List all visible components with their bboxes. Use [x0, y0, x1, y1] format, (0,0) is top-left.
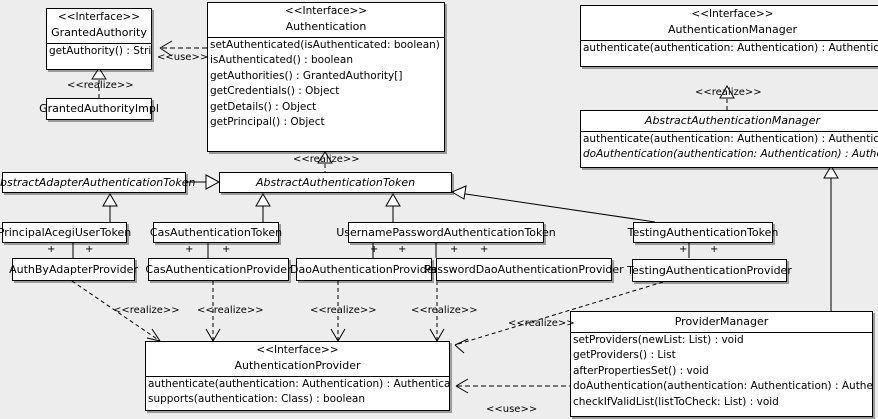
method-item: authenticate(authentication: Authenticat…	[148, 378, 449, 390]
method-item: authenticate(authentication: Authenticat…	[583, 42, 878, 54]
class-provider-manager[interactable]: ProviderManager setProviders(newList: Li…	[570, 311, 873, 417]
edge-label-realize-auth-manager: <<realize>>	[695, 87, 762, 98]
class-username-password-authentication-token[interactable]: UsernamePasswordAuthenticationToken	[336, 222, 556, 243]
method-item: getProviders() : List	[573, 349, 676, 362]
class-granted-authority[interactable]: <<Interface>> GrantedAuthority getAuthor…	[46, 8, 152, 70]
method-item: setAuthenticated(isAuthenticated: boolea…	[210, 39, 444, 51]
method-item-abstract: doAuthentication(authentication: Authent…	[583, 148, 878, 161]
method-item: checkIfValidList(listToCheck: List) : vo…	[573, 395, 779, 408]
stereotype-label: <<Interface>>	[256, 344, 339, 356]
class-name: ProviderManager	[674, 315, 769, 328]
class-principal-acegi-user-token[interactable]: PrincipalAcegiUserToken	[0, 222, 131, 243]
class-header: <<Interface>> Authentication	[208, 3, 444, 37]
method-list: authenticate(authentication: Authenticat…	[581, 41, 878, 56]
association-end-plus: +	[398, 244, 407, 255]
method-item: doAuthentication(authentication: Authent…	[573, 380, 872, 393]
association-end-plus: +	[47, 244, 56, 255]
edge-label-realize-authentication-token: <<realize>>	[293, 154, 360, 165]
class-name: GrantedAuthority	[51, 26, 147, 39]
class-name: AuthenticationProvider	[234, 359, 361, 372]
method-item: afterPropertiesSet() : void	[573, 364, 709, 377]
section-divider	[47, 43, 151, 44]
class-name: TestingAuthenticationProvider	[627, 263, 792, 277]
association-end-plus: +	[222, 244, 231, 255]
class-testing-authentication-token[interactable]: TestingAuthenticationToken	[628, 222, 778, 243]
class-name: TestingAuthenticationToken	[627, 225, 779, 239]
edge-label-realize-granted-authority-impl: <<realize>>	[67, 80, 134, 91]
method-item: getAuthorities() : GrantedAuthority[]	[210, 69, 403, 82]
edge-label-realize-auth-by-adapter: <<realize>>	[113, 305, 180, 316]
class-authentication-manager[interactable]: <<Interface>> AuthenticationManager auth…	[580, 5, 878, 67]
association-end-plus: +	[370, 244, 379, 255]
association-end-plus: +	[480, 244, 489, 255]
association-end-plus: +	[450, 244, 459, 255]
edge-label-realize-testing-provider: <<realize>>	[508, 318, 575, 329]
class-name: AbstractAdapterAuthenticationToken	[0, 175, 196, 189]
class-header: AbstractAuthenticationManager	[581, 111, 878, 131]
class-cas-authentication-token[interactable]: CasAuthenticationToken	[149, 222, 283, 243]
class-name: CasAuthenticationProvider	[145, 262, 292, 276]
class-name: AuthenticationManager	[668, 23, 797, 36]
edge-label-use-provider-manager: <<use>>	[486, 404, 538, 415]
class-granted-authority-impl[interactable]: GrantedAuthorityImpl	[39, 98, 159, 120]
class-name: DaoAuthenticationProvider	[290, 262, 438, 276]
method-item: isAuthenticated() : boolean	[210, 54, 353, 67]
class-name: PasswordDaoAuthenticationProvider	[424, 262, 624, 276]
stereotype-label: <<Interface>>	[57, 11, 141, 23]
association-end-plus: +	[710, 244, 719, 255]
class-abstract-authentication-manager[interactable]: AbstractAuthenticationManager authentica…	[580, 110, 878, 168]
method-item: supports(authentication: Class) : boolea…	[148, 393, 365, 406]
section-divider	[581, 40, 878, 41]
class-name: AbstractAuthenticationManager	[644, 114, 821, 127]
class-dao-authentication-provider[interactable]: DaoAuthenticationProvider	[290, 258, 438, 281]
method-list: getAuthority() : String	[47, 44, 151, 59]
method-list: authenticate(authentication: Authenticat…	[581, 132, 878, 163]
section-divider	[146, 376, 449, 377]
section-divider	[208, 37, 444, 38]
edge-label-use-granted-authority: <<use>>	[157, 52, 209, 63]
edge-label-realize-password-dao-provider: <<realize>>	[411, 305, 478, 316]
section-divider	[581, 131, 878, 132]
class-abstract-authentication-token[interactable]: AbstractAuthenticationToken	[219, 172, 452, 193]
class-authentication-provider[interactable]: <<Interface>> AuthenticationProvider aut…	[145, 341, 450, 411]
edge-label-realize-dao-provider: <<realize>>	[310, 305, 377, 316]
association-end-plus: +	[185, 244, 194, 255]
stereotype-label: <<Interface>>	[691, 8, 774, 20]
class-testing-authentication-provider[interactable]: TestingAuthenticationProvider	[627, 259, 792, 282]
class-name: PrincipalAcegiUserToken	[0, 225, 132, 239]
class-cas-authentication-provider[interactable]: CasAuthenticationProvider	[145, 258, 292, 281]
method-list: setAuthenticated(isAuthenticated: boolea…	[208, 38, 444, 130]
class-header: <<Interface>> AuthenticationProvider	[146, 342, 449, 376]
class-authentication[interactable]: <<Interface>> Authentication setAuthenti…	[207, 2, 445, 152]
class-header: <<Interface>> AuthenticationManager	[581, 6, 878, 40]
class-name: UsernamePasswordAuthenticationToken	[336, 225, 556, 239]
method-list: authenticate(authentication: Authenticat…	[146, 377, 449, 408]
method-item: setProviders(newList: List) : void	[573, 334, 744, 346]
class-abstract-adapter-authentication-token[interactable]: AbstractAdapterAuthenticationToken	[0, 172, 195, 193]
method-list: setProviders(newList: List) : void getPr…	[571, 333, 872, 410]
method-item: authenticate(authentication: Authenticat…	[583, 133, 878, 145]
class-name: Authentication	[285, 20, 367, 33]
class-auth-by-adapter-provider[interactable]: AuthByAdapterProvider	[9, 258, 138, 281]
edge-label-realize-cas-provider: <<realize>>	[197, 305, 264, 316]
class-header: ProviderManager	[571, 312, 872, 332]
class-name: AbstractAuthenticationToken	[255, 175, 416, 189]
association-end-plus: +	[679, 244, 688, 255]
class-password-dao-authentication-provider[interactable]: PasswordDaoAuthenticationProvider	[424, 258, 624, 281]
method-item: getDetails() : Object	[210, 100, 317, 113]
stereotype-label: <<Interface>>	[284, 5, 368, 17]
method-item: getAuthority() : String	[49, 45, 151, 57]
method-item: getCredentials() : Object	[210, 85, 340, 98]
class-name: CasAuthenticationToken	[149, 225, 283, 239]
class-name: GrantedAuthorityImpl	[39, 102, 159, 115]
class-header: <<Interface>> GrantedAuthority	[47, 9, 151, 43]
class-name: AuthByAdapterProvider	[9, 262, 138, 276]
method-item: getPrincipal() : Object	[210, 116, 325, 129]
association-end-plus: +	[85, 244, 94, 255]
section-divider	[571, 332, 872, 333]
